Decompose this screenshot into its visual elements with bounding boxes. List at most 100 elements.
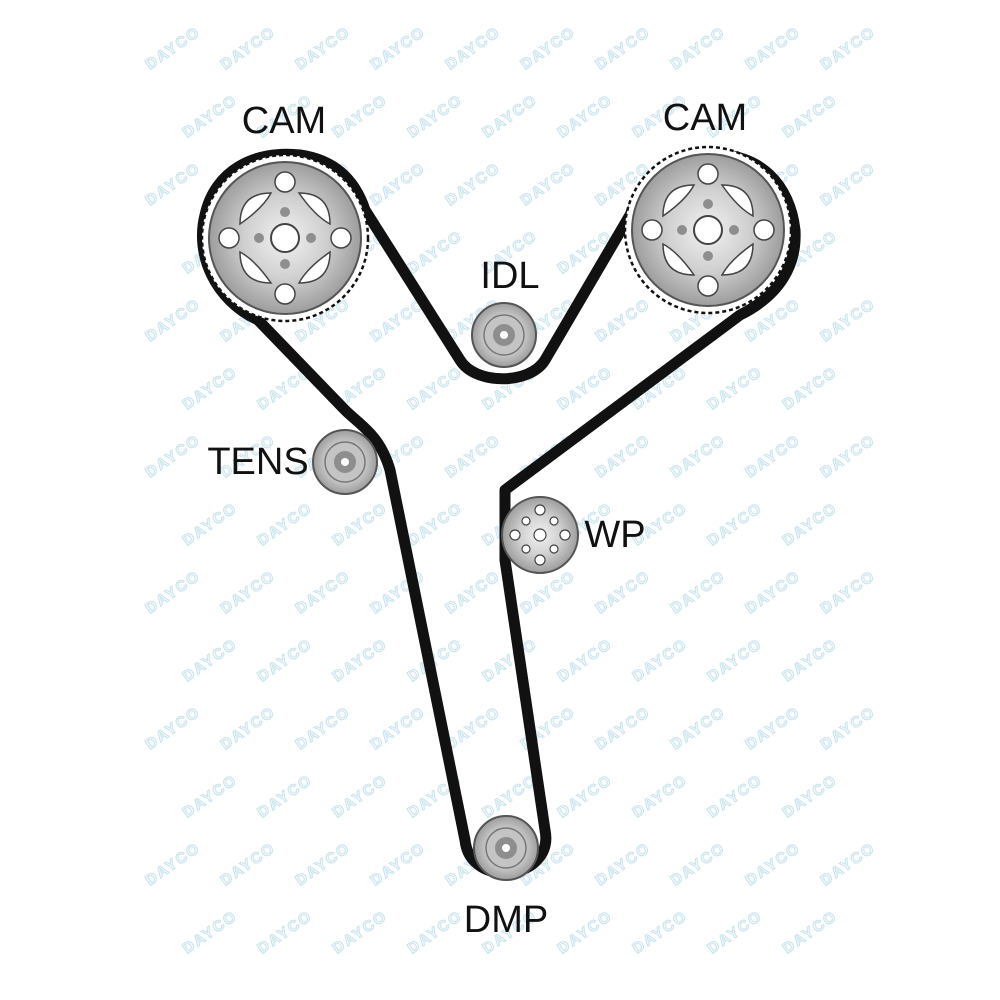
watermark-text: DAYCO — [405, 907, 466, 957]
watermark-text: DAYCO — [218, 839, 279, 889]
watermark-text: DAYCO — [143, 295, 204, 345]
watermark-text: DAYCO — [630, 907, 691, 957]
label-cam-left: CAM — [242, 100, 326, 142]
watermark-text: DAYCO — [293, 567, 354, 617]
watermark-text: DAYCO — [630, 771, 691, 821]
watermark-text: DAYCO — [143, 839, 204, 889]
watermark-text: DAYCO — [405, 499, 466, 549]
watermark-text: DAYCO — [818, 159, 879, 209]
watermark-text: DAYCO — [180, 907, 241, 957]
watermark-text: DAYCO — [630, 635, 691, 685]
watermark-text: DAYCO — [443, 703, 504, 753]
watermark-text: DAYCO — [255, 907, 316, 957]
watermark-text: DAYCO — [743, 431, 804, 481]
watermark-text: DAYCO — [143, 567, 204, 617]
watermark-text: DAYCO — [330, 635, 391, 685]
watermark-text: DAYCO — [293, 23, 354, 73]
watermark-text: DAYCO — [518, 23, 579, 73]
watermark-text: DAYCO — [705, 635, 766, 685]
watermark-text: DAYCO — [180, 363, 241, 413]
watermark-text: DAYCO — [180, 635, 241, 685]
watermark-text: DAYCO — [593, 295, 654, 345]
watermark-text: DAYCO — [405, 91, 466, 141]
watermark-text: DAYCO — [668, 23, 729, 73]
label-water-pump: WP — [584, 514, 645, 556]
watermark-text: DAYCO — [555, 635, 616, 685]
watermark-text: DAYCO — [818, 567, 879, 617]
label-damper: DMP — [464, 899, 548, 941]
watermark-text: DAYCO — [780, 91, 841, 141]
watermark-text: DAYCO — [555, 363, 616, 413]
watermark-text: DAYCO — [818, 431, 879, 481]
watermark-text: DAYCO — [593, 703, 654, 753]
damper-pulley — [473, 815, 539, 881]
watermark-text: DAYCO — [555, 771, 616, 821]
watermark-text: DAYCO — [368, 703, 429, 753]
watermark-text: DAYCO — [180, 771, 241, 821]
watermark-text: DAYCO — [143, 23, 204, 73]
watermark-text: DAYCO — [555, 91, 616, 141]
watermark-text: DAYCO — [330, 91, 391, 141]
watermark-text: DAYCO — [818, 295, 879, 345]
watermark-text: DAYCO — [593, 431, 654, 481]
label-cam-right: CAM — [663, 97, 747, 139]
watermark-text: DAYCO — [668, 431, 729, 481]
watermark-text: DAYCO — [405, 363, 466, 413]
watermark-text: DAYCO — [180, 91, 241, 141]
watermark-text: DAYCO — [818, 23, 879, 73]
watermark-text: DAYCO — [218, 23, 279, 73]
watermark-text: DAYCO — [593, 23, 654, 73]
water-pump-pulley — [501, 496, 579, 574]
watermark-text: DAYCO — [443, 567, 504, 617]
watermark-text: DAYCO — [443, 159, 504, 209]
watermark-text: DAYCO — [818, 703, 879, 753]
watermark-text: DAYCO — [143, 431, 204, 481]
watermark-text: DAYCO — [818, 839, 879, 889]
watermark-text: DAYCO — [593, 567, 654, 617]
watermark-text: DAYCO — [780, 363, 841, 413]
cam-pulley-right — [623, 145, 793, 315]
watermark-text: DAYCO — [705, 771, 766, 821]
watermark-text: DAYCO — [480, 635, 541, 685]
watermark-text: DAYCO — [218, 567, 279, 617]
watermark-text: DAYCO — [180, 499, 241, 549]
label-idler: IDL — [480, 255, 539, 297]
watermark-text: DAYCO — [368, 23, 429, 73]
watermark-text: DAYCO — [255, 771, 316, 821]
watermark-text: DAYCO — [293, 703, 354, 753]
watermark-text: DAYCO — [743, 839, 804, 889]
watermark-text: DAYCO — [555, 907, 616, 957]
idler-pulley — [471, 302, 537, 368]
watermark-text: DAYCO — [743, 567, 804, 617]
label-tensioner: TENS — [207, 441, 308, 483]
cam-pulley-left — [200, 153, 370, 323]
watermark-text: DAYCO — [743, 703, 804, 753]
watermark-text: DAYCO — [143, 703, 204, 753]
watermark-text: DAYCO — [705, 499, 766, 549]
watermark-text: DAYCO — [705, 907, 766, 957]
watermark-text: DAYCO — [668, 839, 729, 889]
watermark-text: DAYCO — [405, 227, 466, 277]
watermark-text: DAYCO — [518, 567, 579, 617]
watermark-text: DAYCO — [780, 635, 841, 685]
tensioner-pulley — [312, 429, 378, 495]
watermark-text: DAYCO — [780, 907, 841, 957]
watermark-text: DAYCO — [143, 159, 204, 209]
watermark-text: DAYCO — [480, 91, 541, 141]
watermark-text: DAYCO — [668, 703, 729, 753]
watermark-text: DAYCO — [443, 23, 504, 73]
watermark-text: DAYCO — [780, 499, 841, 549]
watermark-text: DAYCO — [255, 635, 316, 685]
watermark-text: DAYCO — [330, 499, 391, 549]
watermark-text: DAYCO — [705, 363, 766, 413]
watermark-text: DAYCO — [780, 771, 841, 821]
watermark-text: DAYCO — [743, 23, 804, 73]
watermark-text: DAYCO — [368, 159, 429, 209]
watermark-text: DAYCO — [593, 839, 654, 889]
watermark-text: DAYCO — [518, 159, 579, 209]
watermark-text: DAYCO — [330, 907, 391, 957]
watermark-text: DAYCO — [330, 771, 391, 821]
watermark-text: DAYCO — [218, 703, 279, 753]
watermark-text: DAYCO — [293, 839, 354, 889]
